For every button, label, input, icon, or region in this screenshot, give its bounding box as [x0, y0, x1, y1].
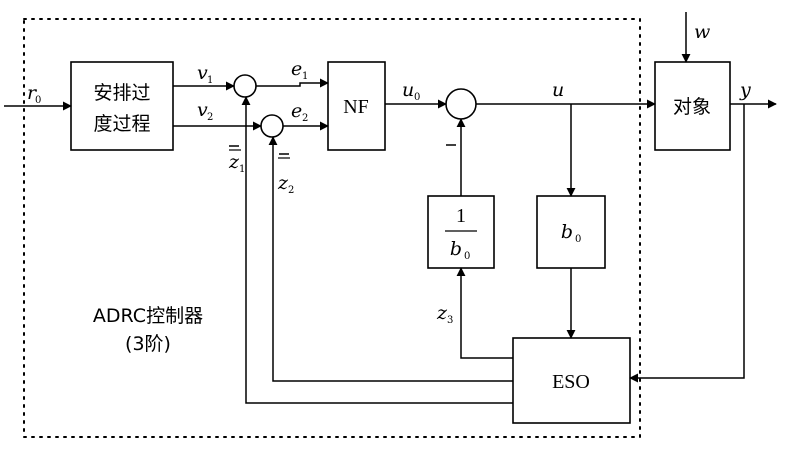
e2-label: e: [291, 100, 302, 122]
w-label: w: [694, 21, 710, 43]
plant-label: 对象: [673, 96, 711, 118]
z2-label: z: [277, 172, 289, 194]
eso-label: ESO: [552, 371, 590, 393]
v2-label: v: [197, 99, 208, 121]
controller-order: (3阶): [125, 333, 171, 355]
y-feedback-line: [629, 104, 745, 383]
nf-label: NF: [343, 96, 369, 118]
z2-line: [268, 136, 513, 382]
z3-label: z: [436, 302, 448, 324]
arrange-transition-label-line2: 度过程: [93, 113, 150, 135]
arrange-transition-block: 安排过 度过程: [70, 61, 174, 151]
gain-label-subscript: 0: [575, 234, 581, 245]
u0-label: u: [402, 79, 414, 101]
u0-label-subscript: 0: [414, 92, 420, 103]
e2-label-subscript: 2: [302, 113, 308, 124]
v2-label-subscript: 2: [207, 112, 213, 123]
inverse-gain-block: 1 b 0: [427, 195, 495, 269]
z1-label-subscript: 1: [239, 164, 245, 175]
summing-junction-2: [260, 114, 284, 138]
eso-block: ESO: [512, 337, 631, 424]
signal-labels: r 0 v 1 v 2 e 1 e 2 u 0 u y w z 1 z 2 z …: [27, 21, 751, 326]
e1-label-subscript: 1: [302, 71, 308, 82]
signal-lines: [4, 12, 777, 404]
r0-label: r: [27, 82, 38, 104]
z1-label: z: [228, 151, 240, 173]
gain-block: b 0: [536, 195, 606, 269]
controller-boundary: [23, 18, 641, 438]
z2-label-subscript: 2: [288, 185, 294, 196]
summing-junction-3: [445, 88, 477, 120]
arrange-transition-label-line1: 安排过: [93, 82, 150, 104]
u-label: u: [552, 79, 564, 101]
summing-junction-1: [233, 74, 257, 98]
z3-label-subscript: 3: [447, 315, 453, 326]
inverse-gain-denominator-subscript: 0: [464, 251, 470, 262]
e1-line: [256, 78, 329, 88]
inverse-gain-denominator: b: [450, 238, 462, 260]
v1-label-subscript: 1: [207, 75, 213, 86]
plant-block: 对象: [654, 61, 731, 151]
z3-line: [456, 267, 513, 359]
r0-label-subscript: 0: [35, 95, 41, 106]
z1-line: [241, 96, 513, 404]
y-label: y: [739, 79, 751, 101]
gain-label: b: [561, 221, 573, 243]
controller-title: ADRC控制器: [93, 305, 203, 327]
v1-label: v: [197, 62, 208, 84]
nf-block: NF: [327, 61, 386, 151]
e1-label: e: [291, 58, 302, 80]
inverse-gain-numerator: 1: [456, 205, 466, 227]
